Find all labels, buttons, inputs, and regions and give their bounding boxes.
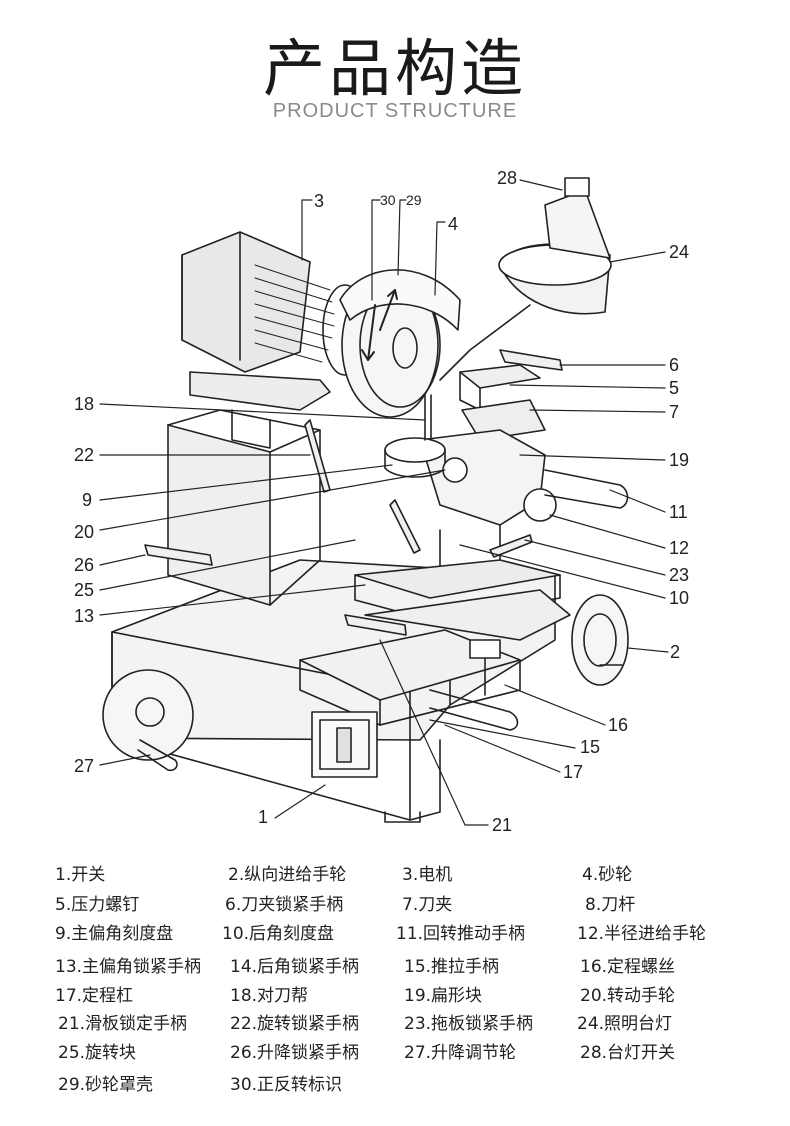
legend-item-5: 5.压力螺钉 (55, 895, 140, 915)
legend-item-3: 3.电机 (402, 865, 453, 885)
callout-22: 22 (74, 445, 94, 465)
slide-table (299, 574, 571, 731)
legend-item-15: 15.推拉手柄 (404, 957, 500, 977)
callout-6: 6 (669, 355, 679, 375)
callout-13: 13 (74, 606, 94, 626)
legend-item-22: 22.旋转锁紧手柄 (230, 1014, 360, 1034)
legend-item-29: 29.砂轮罩壳 (58, 1075, 154, 1095)
legend-item-16: 16.定程螺丝 (580, 957, 676, 977)
page-subtitle: PRODUCT STRUCTURE (272, 100, 518, 122)
callout-7: 7 (669, 402, 679, 422)
callout-16: 16 (608, 715, 628, 735)
callout-10: 10 (669, 588, 689, 608)
legend-item-12: 12.半径进给手轮 (577, 924, 707, 944)
legend-item-9: 9.主偏角刻度盘 (55, 924, 174, 944)
callout-29: 29 (406, 192, 422, 208)
legend-item-4: 4.砂轮 (582, 865, 633, 885)
legend-item-25: 25.旋转块 (58, 1043, 137, 1063)
callout-20: 20 (74, 522, 94, 542)
machine-diagram: 1 2 3 4 5 6 7 9 10 11 12 13 15 16 17 18 … (74, 168, 689, 835)
legend-item-24: 24.照明台灯 (577, 1014, 673, 1034)
legend-item-20: 20.转动手轮 (580, 986, 676, 1006)
callout-15: 15 (580, 737, 600, 757)
parts-legend: 1.开关 2.纵向进给手轮 3.电机 4.砂轮 5.压力螺钉 6.刀夹锁紧手柄 … (0, 852, 790, 1112)
motor (181, 231, 368, 411)
lamp (439, 177, 612, 381)
legend-item-1: 1.开关 (55, 865, 106, 885)
callout-4: 4 (448, 214, 458, 234)
callout-27: 27 (74, 756, 94, 776)
leader-lines (99, 179, 669, 826)
legend-item-26: 26.升降锁紧手柄 (230, 1043, 360, 1063)
legend-item-13: 13.主偏角锁紧手柄 (55, 957, 202, 977)
page-title: 产品构造 (262, 32, 527, 105)
handwheels (102, 594, 629, 772)
callout-26: 26 (74, 555, 94, 575)
legend-item-6: 6.刀夹锁紧手柄 (225, 895, 344, 915)
callout-12: 12 (669, 538, 689, 558)
callout-1: 1 (258, 807, 268, 827)
callout-18: 18 (74, 394, 94, 414)
legend-item-30: 30.正反转标识 (230, 1075, 343, 1095)
rotation-arrows (361, 289, 398, 361)
callout-5: 5 (669, 378, 679, 398)
levers (144, 419, 533, 636)
legend-item-2: 2.纵向进给手轮 (228, 865, 347, 885)
callout-28: 28 (497, 168, 517, 188)
callout-23: 23 (669, 565, 689, 585)
callout-2: 2 (670, 642, 680, 662)
callout-24: 24 (669, 242, 689, 262)
legend-item-10: 10.后角刻度盘 (222, 924, 335, 944)
legend-item-28: 28.台灯开关 (580, 1043, 676, 1063)
callout-9: 9 (82, 490, 92, 510)
legend-item-7: 7.刀夹 (402, 895, 453, 915)
callout-17: 17 (563, 762, 583, 782)
legend-item-23: 23.拖板锁紧手柄 (404, 1014, 534, 1034)
legend-item-27: 27.升降调节轮 (404, 1043, 517, 1063)
legend-item-19: 19.扁形块 (404, 986, 483, 1006)
callout-30: 30 (380, 192, 396, 208)
callout-21: 21 (492, 815, 512, 835)
legend-item-18: 18.对刀帮 (230, 986, 309, 1006)
callout-19: 19 (669, 450, 689, 470)
grinding-wheel (339, 269, 461, 418)
callout-3: 3 (314, 191, 324, 211)
legend-item-21: 21.滑板锁定手柄 (58, 1014, 188, 1034)
legend-item-8: 8.刀杆 (585, 895, 636, 915)
legend-item-14: 14.后角锁紧手柄 (230, 957, 360, 977)
callout-25: 25 (74, 580, 94, 600)
switch-box (311, 711, 378, 778)
callout-11: 11 (669, 502, 688, 522)
legend-item-17: 17.定程杠 (55, 986, 134, 1006)
legend-item-11: 11.回转推动手柄 (396, 924, 526, 944)
